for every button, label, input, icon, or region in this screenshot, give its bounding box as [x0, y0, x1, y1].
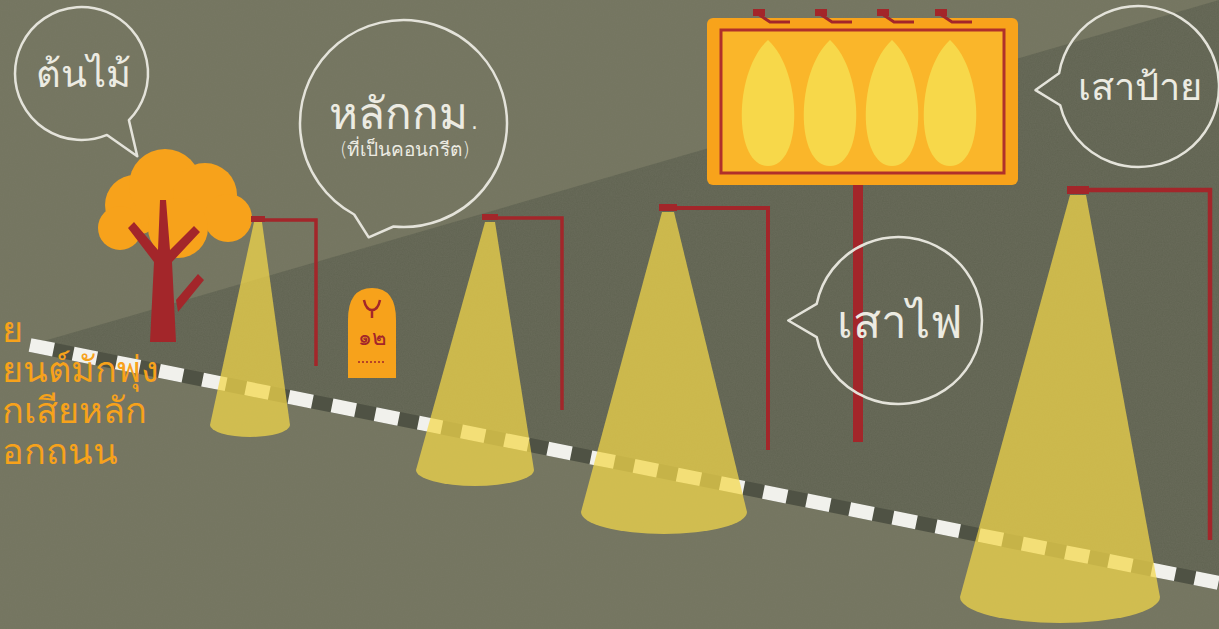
light-cone: [210, 222, 290, 437]
speech-bubble: ต้นไม้: [15, 7, 151, 143]
billboard-lamp: [815, 9, 827, 16]
light-cone: [416, 222, 534, 486]
bubble-sublabel: (ที่เป็นคอนกรีต): [340, 139, 470, 160]
lamp-head: [482, 214, 498, 220]
km-number: ๑๒: [358, 326, 387, 350]
tree-trunk: [128, 200, 204, 342]
km-post: [348, 288, 396, 378]
light-cone: [960, 195, 1160, 623]
speech-bubble: เสาไฟ: [815, 237, 985, 407]
billboard-lamp: [877, 9, 889, 16]
bubble-outline-path: [300, 20, 507, 237]
km-post-marking: [358, 361, 386, 363]
tree-crown: [204, 194, 252, 242]
light-cone: [581, 212, 747, 534]
tree: [98, 149, 252, 342]
bubble-label: ต้นไม้: [36, 54, 131, 96]
billboard-light: [866, 40, 919, 166]
bubble-outline-path: [788, 237, 982, 404]
billboard-light: [804, 40, 857, 166]
bubble-outline-path: [1036, 6, 1219, 167]
bubble-label: หลักกม.: [329, 90, 482, 138]
streetlight: [210, 216, 316, 437]
lamp-pole: [256, 220, 316, 366]
bubble-label: เสาป้าย: [1078, 67, 1202, 109]
speech-bubble: เสาป้าย: [1058, 6, 1219, 170]
streetlight: [960, 186, 1210, 623]
side-caption: ย: [2, 310, 23, 350]
side-caption: กเสียหลัก: [2, 391, 147, 431]
bubble-outline-path: [15, 7, 148, 156]
streetlight: [581, 204, 768, 534]
billboard-panel: [707, 18, 1018, 185]
billboard-inner: [721, 30, 1004, 173]
lamp-pole: [1072, 190, 1210, 540]
lamp-head: [1067, 186, 1089, 194]
lamp-head: [251, 216, 265, 222]
lamp-head: [659, 204, 677, 211]
billboard-light: [924, 40, 977, 166]
km-post-emblem: [364, 300, 380, 318]
bubble-label: เสาไฟ: [837, 297, 963, 348]
streetlight: [416, 214, 562, 486]
billboard-lamp: [753, 9, 765, 16]
billboard-lamp: [935, 9, 947, 16]
lamp-pole: [664, 208, 768, 450]
lamp-pole: [486, 218, 562, 410]
billboard-light: [742, 40, 795, 166]
billboard: [707, 9, 1018, 442]
speech-bubble: หลักกม.(ที่เป็นคอนกรีต): [300, 20, 510, 230]
side-caption: อกถนน: [2, 432, 118, 472]
side-caption: ยนต์มักพุ่ง: [2, 350, 159, 390]
